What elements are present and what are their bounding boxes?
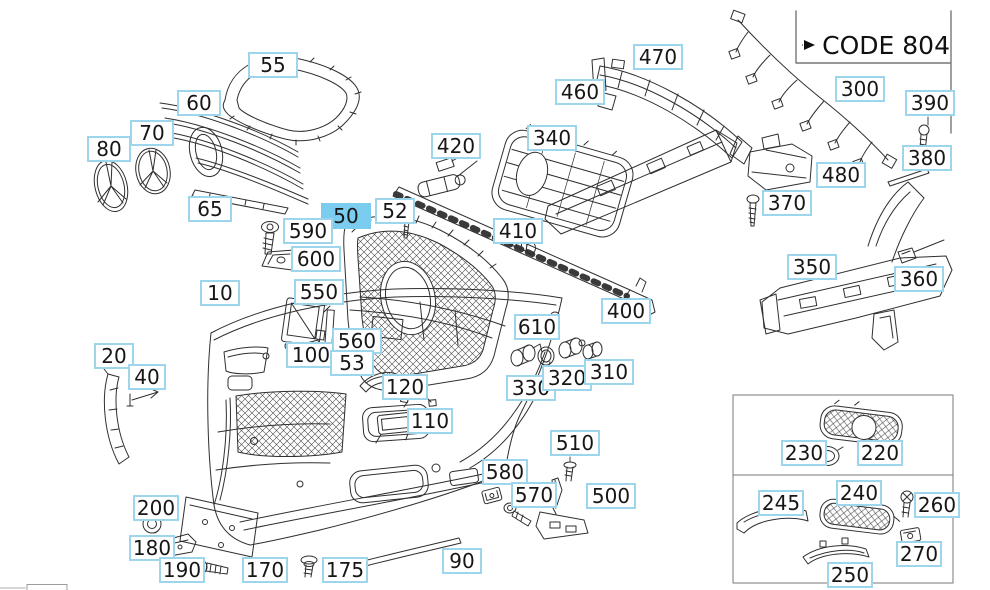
part-10-bumper-cover <box>207 287 563 546</box>
part-label-610[interactable]: 610 <box>514 314 560 340</box>
part-360-clip <box>897 239 945 264</box>
code-callout: CODE 804 <box>802 30 950 60</box>
part-label-175[interactable]: 175 <box>322 557 368 583</box>
footer-fragments <box>0 584 68 590</box>
part-label-470[interactable]: 470 <box>633 44 683 70</box>
part-label-120[interactable]: 120 <box>382 374 428 400</box>
part-label-330[interactable]: 330 <box>506 375 556 401</box>
part-label-570[interactable]: 570 <box>511 482 557 508</box>
part-label-340[interactable]: 340 <box>527 125 577 151</box>
part-580-clip <box>481 486 503 505</box>
part-label-370[interactable]: 370 <box>762 190 812 216</box>
part-label-53[interactable]: 53 <box>330 350 374 376</box>
part-label-360[interactable]: 360 <box>894 266 944 292</box>
part-70-star-emblem <box>135 147 171 195</box>
part-480-housing <box>747 133 813 191</box>
part-220-fog-grille <box>819 399 903 446</box>
code-text: CODE 804 <box>822 30 950 60</box>
part-300-wiring-harness <box>728 9 898 170</box>
part-label-10[interactable]: 10 <box>200 280 240 306</box>
part-label-240[interactable]: 240 <box>836 480 882 506</box>
part-label-320[interactable]: 320 <box>542 365 592 391</box>
part-370-screw <box>746 194 760 227</box>
part-label-480[interactable]: 480 <box>816 162 866 188</box>
part-label-220[interactable]: 220 <box>857 440 903 466</box>
part-label-300[interactable]: 300 <box>835 76 885 102</box>
part-label-55[interactable]: 55 <box>248 52 298 78</box>
part-trim-strip-right <box>887 168 930 187</box>
part-460-impact-absorber <box>544 129 738 235</box>
part-label-60[interactable]: 60 <box>177 90 221 116</box>
part-label-65[interactable]: 65 <box>188 196 232 222</box>
part-label-80[interactable]: 80 <box>87 136 131 162</box>
part-label-90[interactable]: 90 <box>442 548 482 574</box>
part-260-screw <box>900 490 914 518</box>
part-label-460[interactable]: 460 <box>555 79 605 105</box>
part-label-580[interactable]: 580 <box>482 459 528 485</box>
part-label-310[interactable]: 310 <box>584 359 634 385</box>
part-label-110[interactable]: 110 <box>407 408 453 434</box>
leader-lines <box>569 116 929 463</box>
part-410-mounting-strip <box>392 186 631 300</box>
part-590-screw <box>261 221 279 255</box>
part-label-270[interactable]: 270 <box>896 541 942 567</box>
part-label-170[interactable]: 170 <box>242 557 288 583</box>
part-label-510[interactable]: 510 <box>550 430 600 456</box>
part-label-550[interactable]: 550 <box>294 279 344 305</box>
right-arrow-head-icon <box>804 40 816 50</box>
part-label-20[interactable]: 20 <box>94 343 134 369</box>
part-20-side-strip <box>103 368 130 465</box>
part-label-390[interactable]: 390 <box>905 90 955 116</box>
part-50-center-grille <box>343 213 509 391</box>
part-label-190[interactable]: 190 <box>159 557 205 583</box>
part-250-drl-lamp <box>802 537 870 565</box>
right-arrow-icon <box>802 44 804 46</box>
part-570-screw <box>503 502 532 527</box>
part-40-position-arrow <box>126 387 159 407</box>
part-60-grille-slats <box>159 102 309 205</box>
part-470-bumper-beam <box>591 57 753 165</box>
part-label-200[interactable]: 200 <box>133 495 179 521</box>
part-80-star-emblem <box>93 159 129 213</box>
part-label-500[interactable]: 500 <box>586 483 636 509</box>
part-label-350[interactable]: 350 <box>787 254 837 280</box>
part-170-plate-bracket <box>179 496 259 558</box>
part-label-100[interactable]: 100 <box>286 342 336 368</box>
part-label-250[interactable]: 250 <box>827 562 873 588</box>
part-label-180[interactable]: 180 <box>129 535 175 561</box>
part-label-52[interactable]: 52 <box>375 198 415 224</box>
part-label-230[interactable]: 230 <box>781 440 827 466</box>
part-175-rivet <box>300 555 318 578</box>
part-label-600[interactable]: 600 <box>291 246 341 272</box>
part-label-420[interactable]: 420 <box>431 133 481 159</box>
part-label-590[interactable]: 590 <box>283 218 333 244</box>
part-label-40[interactable]: 40 <box>128 364 166 390</box>
part-90-trim-strip <box>351 537 462 570</box>
part-label-400[interactable]: 400 <box>601 298 651 324</box>
part-label-70[interactable]: 70 <box>130 120 174 146</box>
part-240-drl-grille <box>819 498 901 535</box>
part-label-245[interactable]: 245 <box>758 490 804 516</box>
part-label-410[interactable]: 410 <box>493 218 543 244</box>
part-510-rivet <box>563 461 577 482</box>
part-label-380[interactable]: 380 <box>902 145 952 171</box>
part-label-560[interactable]: 560 <box>332 328 382 354</box>
part-390-bolt <box>918 124 930 153</box>
part-label-260[interactable]: 260 <box>914 492 960 518</box>
